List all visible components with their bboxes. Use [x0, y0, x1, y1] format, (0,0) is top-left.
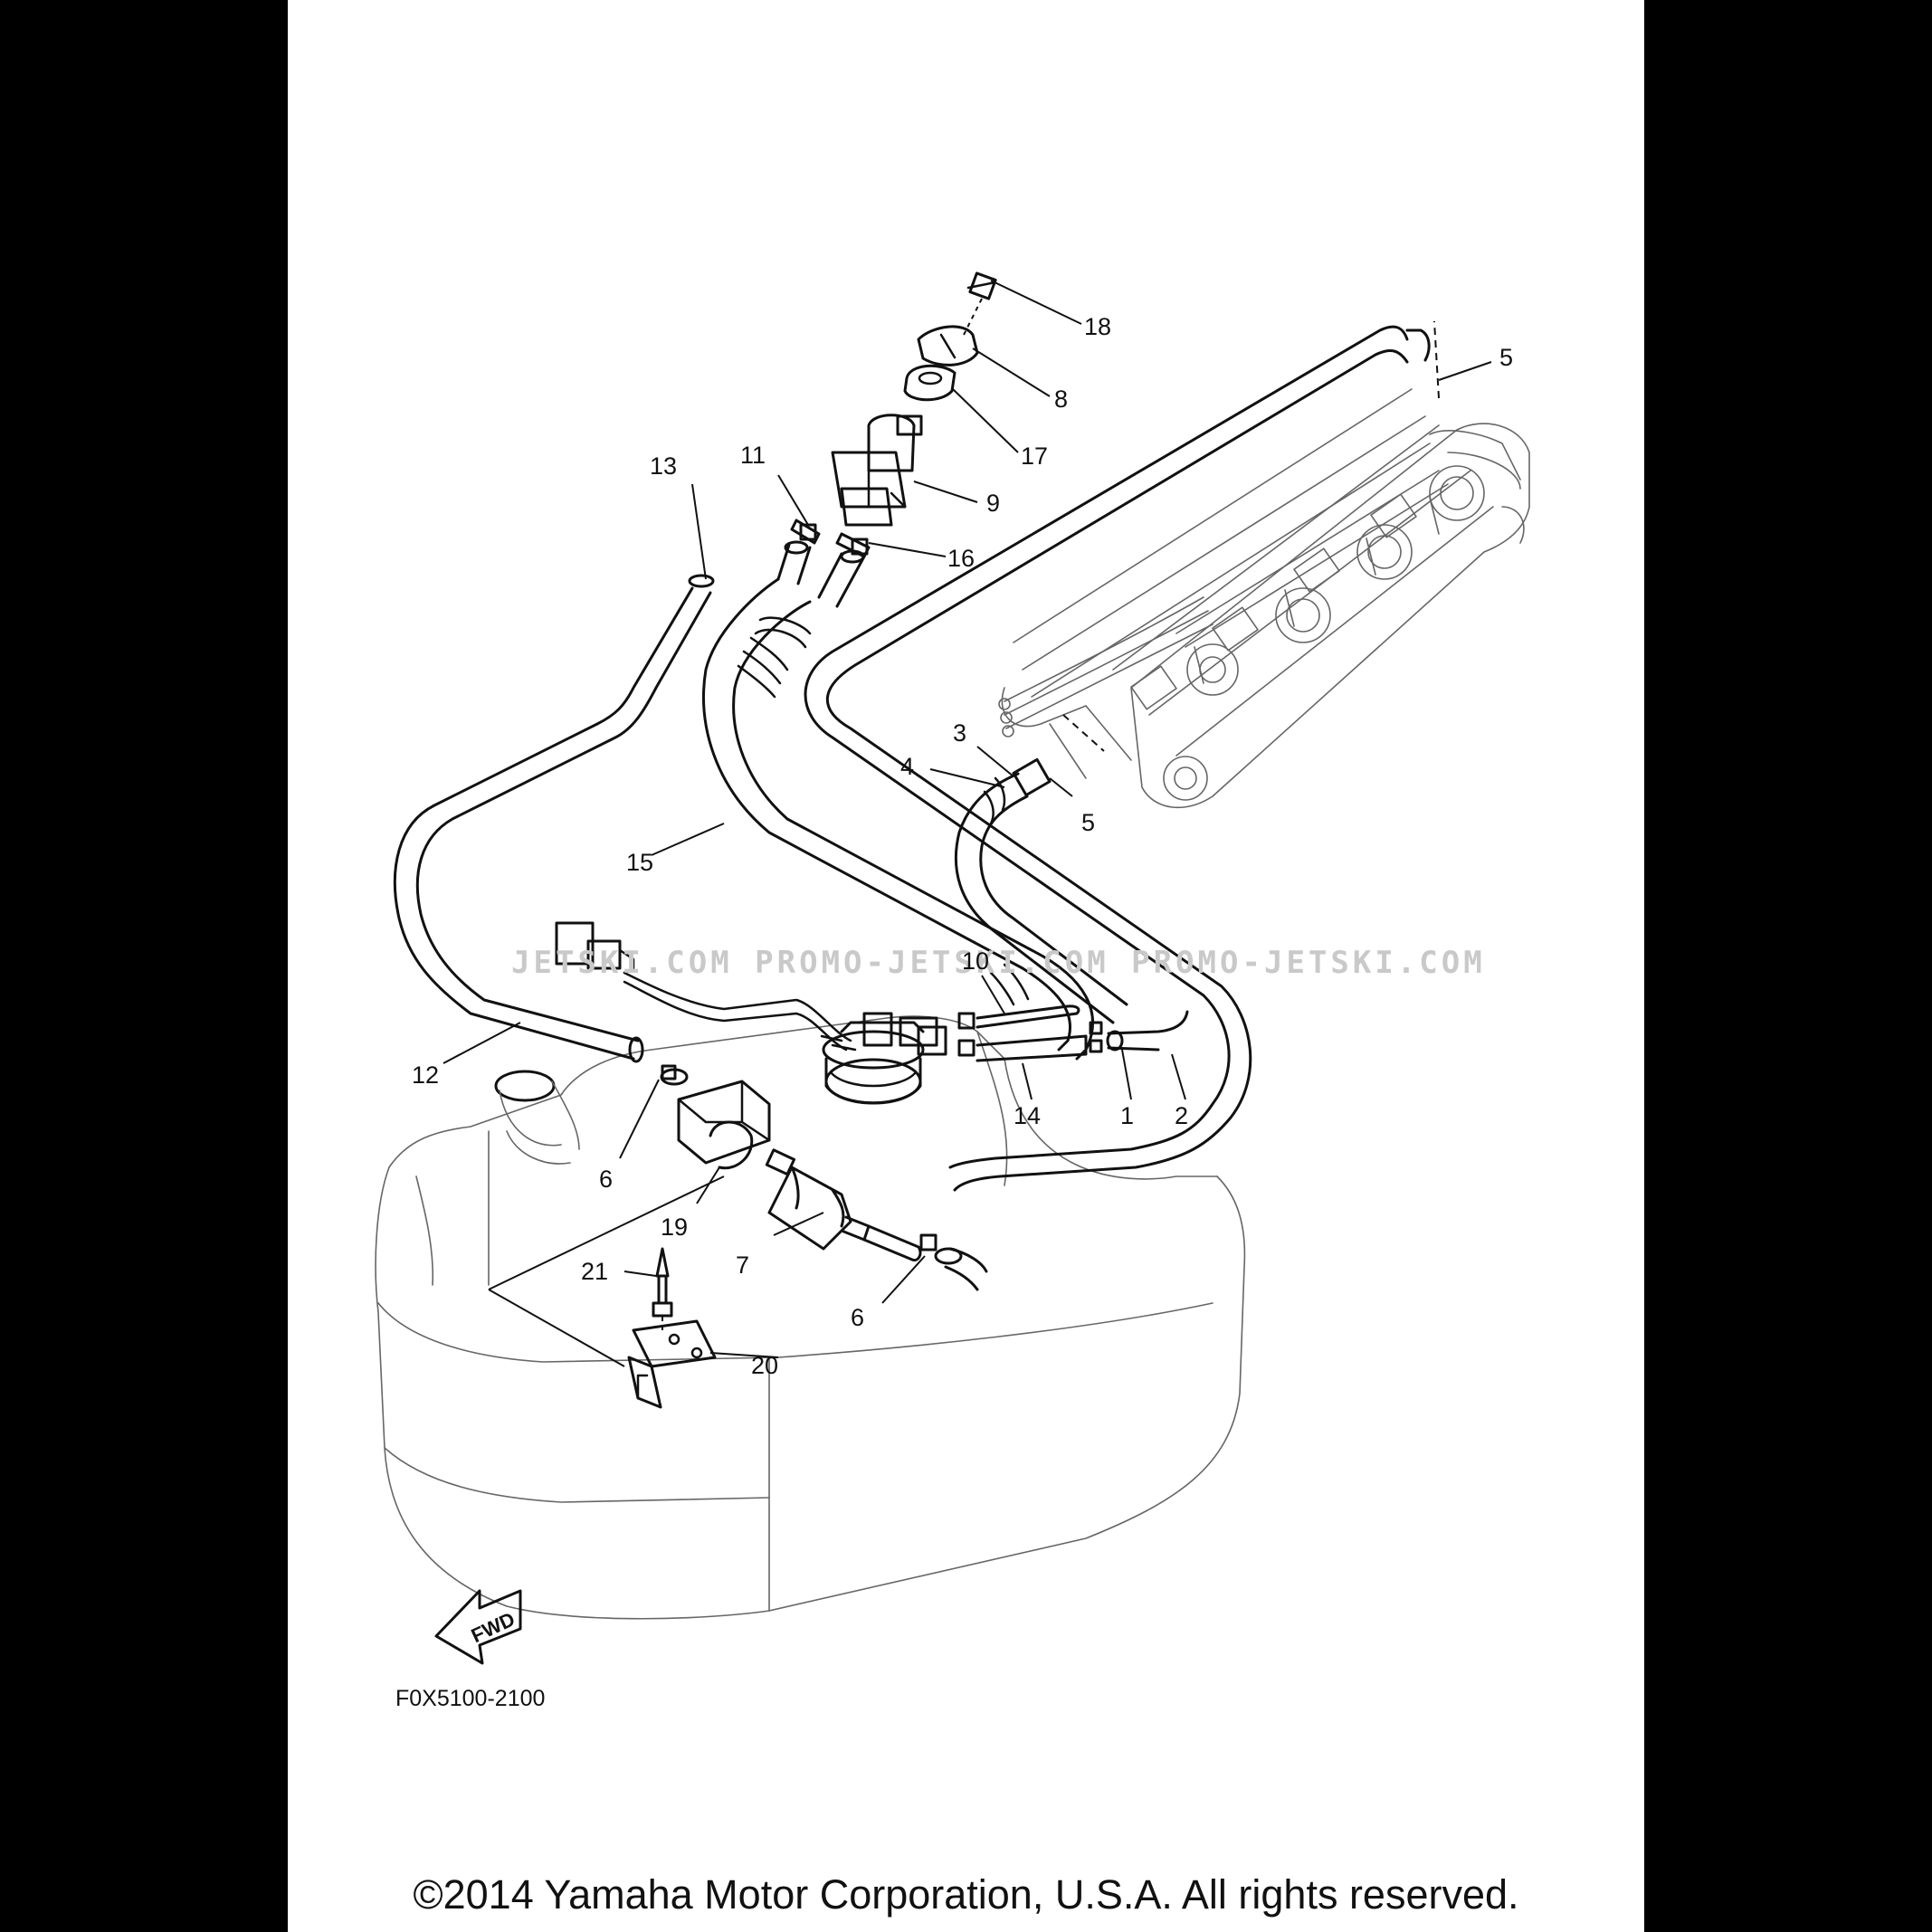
diagram-sheet [288, 0, 1644, 1932]
pressure-regulator-9 [754, 271, 997, 649]
fuel-filter-7 [765, 1148, 988, 1291]
fuel-tank [375, 1015, 1246, 1620]
watermark-text: JETSKI.COM PROMO-JETSKI.COM PROMO-JETSKI… [511, 945, 1486, 981]
callout-6-left: 6 [599, 1166, 613, 1193]
fuel-hose-4 [954, 757, 1128, 1024]
callout-15: 15 [626, 849, 653, 876]
copyright-notice: ©2014 Yamaha Motor Corporation, U.S.A. A… [413, 1871, 1519, 1918]
callout-1: 1 [1120, 1102, 1134, 1129]
callout-6-right: 6 [851, 1304, 864, 1331]
callout-5-top: 5 [1499, 344, 1513, 371]
callout-10: 10 [962, 947, 989, 975]
diagram-ref-code: F0X5100-2100 [395, 1686, 545, 1711]
callout-17: 17 [1021, 443, 1048, 470]
callout-19: 19 [661, 1213, 688, 1241]
fuel-pump [555, 921, 1189, 1105]
callout-7: 7 [736, 1252, 749, 1279]
fuel-hose-12 [393, 574, 715, 1063]
leader-lines [443, 280, 1492, 1358]
callout-8: 8 [1054, 385, 1068, 413]
callout-9: 9 [986, 490, 1000, 517]
intake-manifold [998, 320, 1530, 809]
return-hose [804, 325, 1431, 1192]
callout-21: 21 [581, 1258, 608, 1285]
callout-14: 14 [1014, 1102, 1041, 1129]
fwd-arrow-icon [434, 1589, 522, 1665]
callout-18: 18 [1084, 313, 1111, 340]
callout-labels: 18 8 17 5 9 11 13 16 3 4 5 15 10 12 14 1… [412, 313, 1513, 1379]
callout-11: 11 [740, 442, 766, 469]
bracket-20 [488, 1175, 725, 1409]
callout-4: 4 [900, 753, 914, 780]
hose-bracket-19 [660, 1064, 771, 1170]
callout-3: 3 [953, 719, 966, 747]
callout-16: 16 [947, 545, 975, 572]
callout-5-mid: 5 [1081, 809, 1095, 836]
callout-20: 20 [751, 1352, 778, 1379]
callout-2: 2 [1175, 1102, 1188, 1129]
fuel-hose-15 [702, 577, 1094, 1061]
callout-13: 13 [650, 452, 677, 480]
callout-12: 12 [412, 1061, 439, 1089]
